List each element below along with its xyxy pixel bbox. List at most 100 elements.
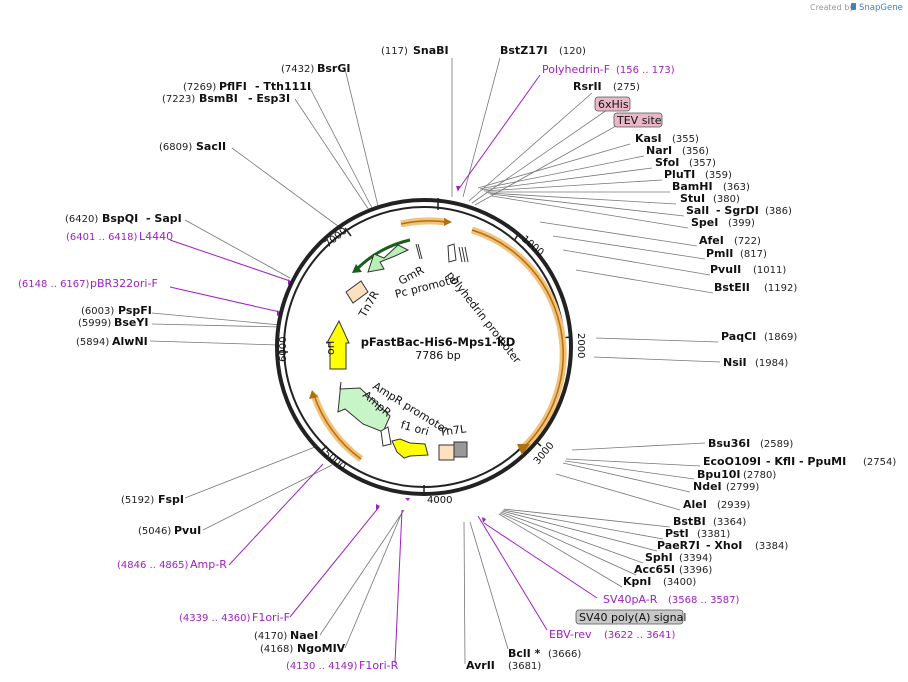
tev-site-box [613,112,663,128]
arrow-head-icon [309,390,318,399]
enzymes-bottom: BclI * (3666) AvrII (3681) [466,647,581,672]
tick-label: 1000 [519,234,546,259]
enzyme-name: SphI [645,551,673,564]
enzyme-position: (356) [682,146,709,157]
pc-promoter-mark [415,243,423,260]
boxed-labels: 6xHis TEV site SV40 poly(A) signal [575,96,686,625]
enzyme-name: FspI [158,493,184,506]
primer-name: SV40pA-R [603,593,658,606]
enzyme-name: - Tth111I [255,80,311,93]
enzyme-position: (386) [765,206,792,217]
enzyme-name: - SgrDI [716,204,759,217]
enzyme-position: (2799) [726,482,759,493]
enzyme-name: PaqCI [721,330,756,343]
enzyme-position: (817) [740,249,767,260]
primer-labels: Polyhedrin-F (156 .. 173) (6401 .. 6418)… [18,63,740,672]
sv40-box [575,609,684,625]
arrow-head-icon [444,218,452,226]
primer-range: (6401 .. 6418) [66,232,138,243]
enzymes-top: (117) SnaBI BstZ17I (120) [381,44,586,57]
tn7l-box [438,444,455,461]
primer-range: (156 .. 173) [616,65,675,76]
enzyme-name: SpeI [691,216,718,229]
enzyme-position: (275) [613,82,640,93]
enzymes-right: RsrII (275) KasI (355) NarI (356) SfoI (… [573,80,896,588]
tick-label: 4000 [427,495,452,506]
enzyme-name: AlwNI [112,335,148,348]
enzyme-position: (5999) [78,318,111,329]
enzyme-name: BstZ17I [500,44,548,57]
enzyme-name: SnaBI [413,44,449,57]
arrow-head-icon [517,444,530,455]
enzyme-name: PaeR7I [657,539,700,552]
enzyme-name: PvuII [710,263,741,276]
plasmid-title: pFastBac-His6-Mps1-KD [361,335,516,349]
enzyme-name: KpnI [623,575,651,588]
enzyme-position: (3681) [508,661,541,672]
enzyme-name: BsrGI [317,62,350,75]
enzyme-name: KasI [635,132,662,145]
gmr-outline-arc [356,238,411,270]
enzyme-position: (2754) [863,457,896,468]
enzyme-name: BclI * [508,647,541,660]
enzyme-position: (2780) [743,470,776,481]
enzyme-name: - SapI [146,212,182,225]
enzyme-name: SfoI [655,156,679,169]
tick-label: 6000 [278,337,289,362]
enzyme-position: (7432) [281,64,314,75]
enzyme-name: NsiI [723,356,747,369]
primer-range: (4846 .. 4865) [117,560,189,571]
his-tev-marks [458,246,469,263]
primer-name: F1ori-R [359,659,399,672]
enzyme-name: - Esp3I [248,92,290,105]
enzyme-name: PspFI [118,304,152,317]
enzyme-position: (363) [723,182,750,193]
arrow-head-icon [352,264,362,273]
enzyme-name: NaeI [290,629,318,642]
primer-range: (3568 .. 3587) [668,595,740,606]
enzyme-position: (4170) [254,631,287,642]
enzyme-position: (7223) [162,94,195,105]
enzyme-position: (120) [559,46,586,57]
feature-label-ori: ori [324,341,337,355]
enzyme-name: StuI [680,192,705,205]
enzyme-position: (359) [705,170,732,181]
plasmid-length: 7786 bp [415,349,460,362]
enzyme-name: PmlI [706,247,733,260]
enzyme-name: PvuI [174,524,201,537]
feature-label-tn7l: Tn7L [438,422,468,439]
orange-arc-right-stroke [471,229,564,449]
enzyme-name: PluTI [664,168,695,181]
enzyme-name: PflFI [219,80,247,93]
primer-name: F1ori-F [252,611,290,624]
ori-arrow [326,319,350,370]
enzyme-position: (722) [734,236,761,247]
primer-name: Amp-R [190,558,227,571]
ticks [278,198,572,495]
enzyme-position: (6809) [159,142,192,153]
enzyme-name: BstBI [673,515,706,528]
tev-site-label: TEV site [616,114,662,127]
his-tag-label: 6xHis [598,98,629,111]
enzyme-position: (2939) [717,500,750,511]
enzyme-name: BsmBI [199,92,238,105]
leader-lines [149,57,721,665]
primer-name: EBV-rev [549,628,592,641]
enzyme-name: EcoO109I [703,455,761,468]
enzyme-name: PstI [665,527,689,540]
enzyme-position: (3400) [663,577,696,588]
f1-ori-arrow [391,438,429,459]
enzyme-name: SacII [196,140,226,153]
enzyme-position: (5192) [121,495,154,506]
enzyme-position: (117) [381,46,408,57]
enzyme-position: (3381) [697,529,730,540]
enzyme-position: (1984) [755,358,788,369]
enzyme-position: (3394) [679,553,712,564]
feature-arcs [309,217,567,462]
enzyme-name: BspQI [102,212,138,225]
enzyme-name: Bsu36I [708,437,750,450]
primer-name: Polyhedrin-F [542,63,610,76]
gmr-arrow [367,244,410,273]
tick-label: 2000 [575,333,586,358]
